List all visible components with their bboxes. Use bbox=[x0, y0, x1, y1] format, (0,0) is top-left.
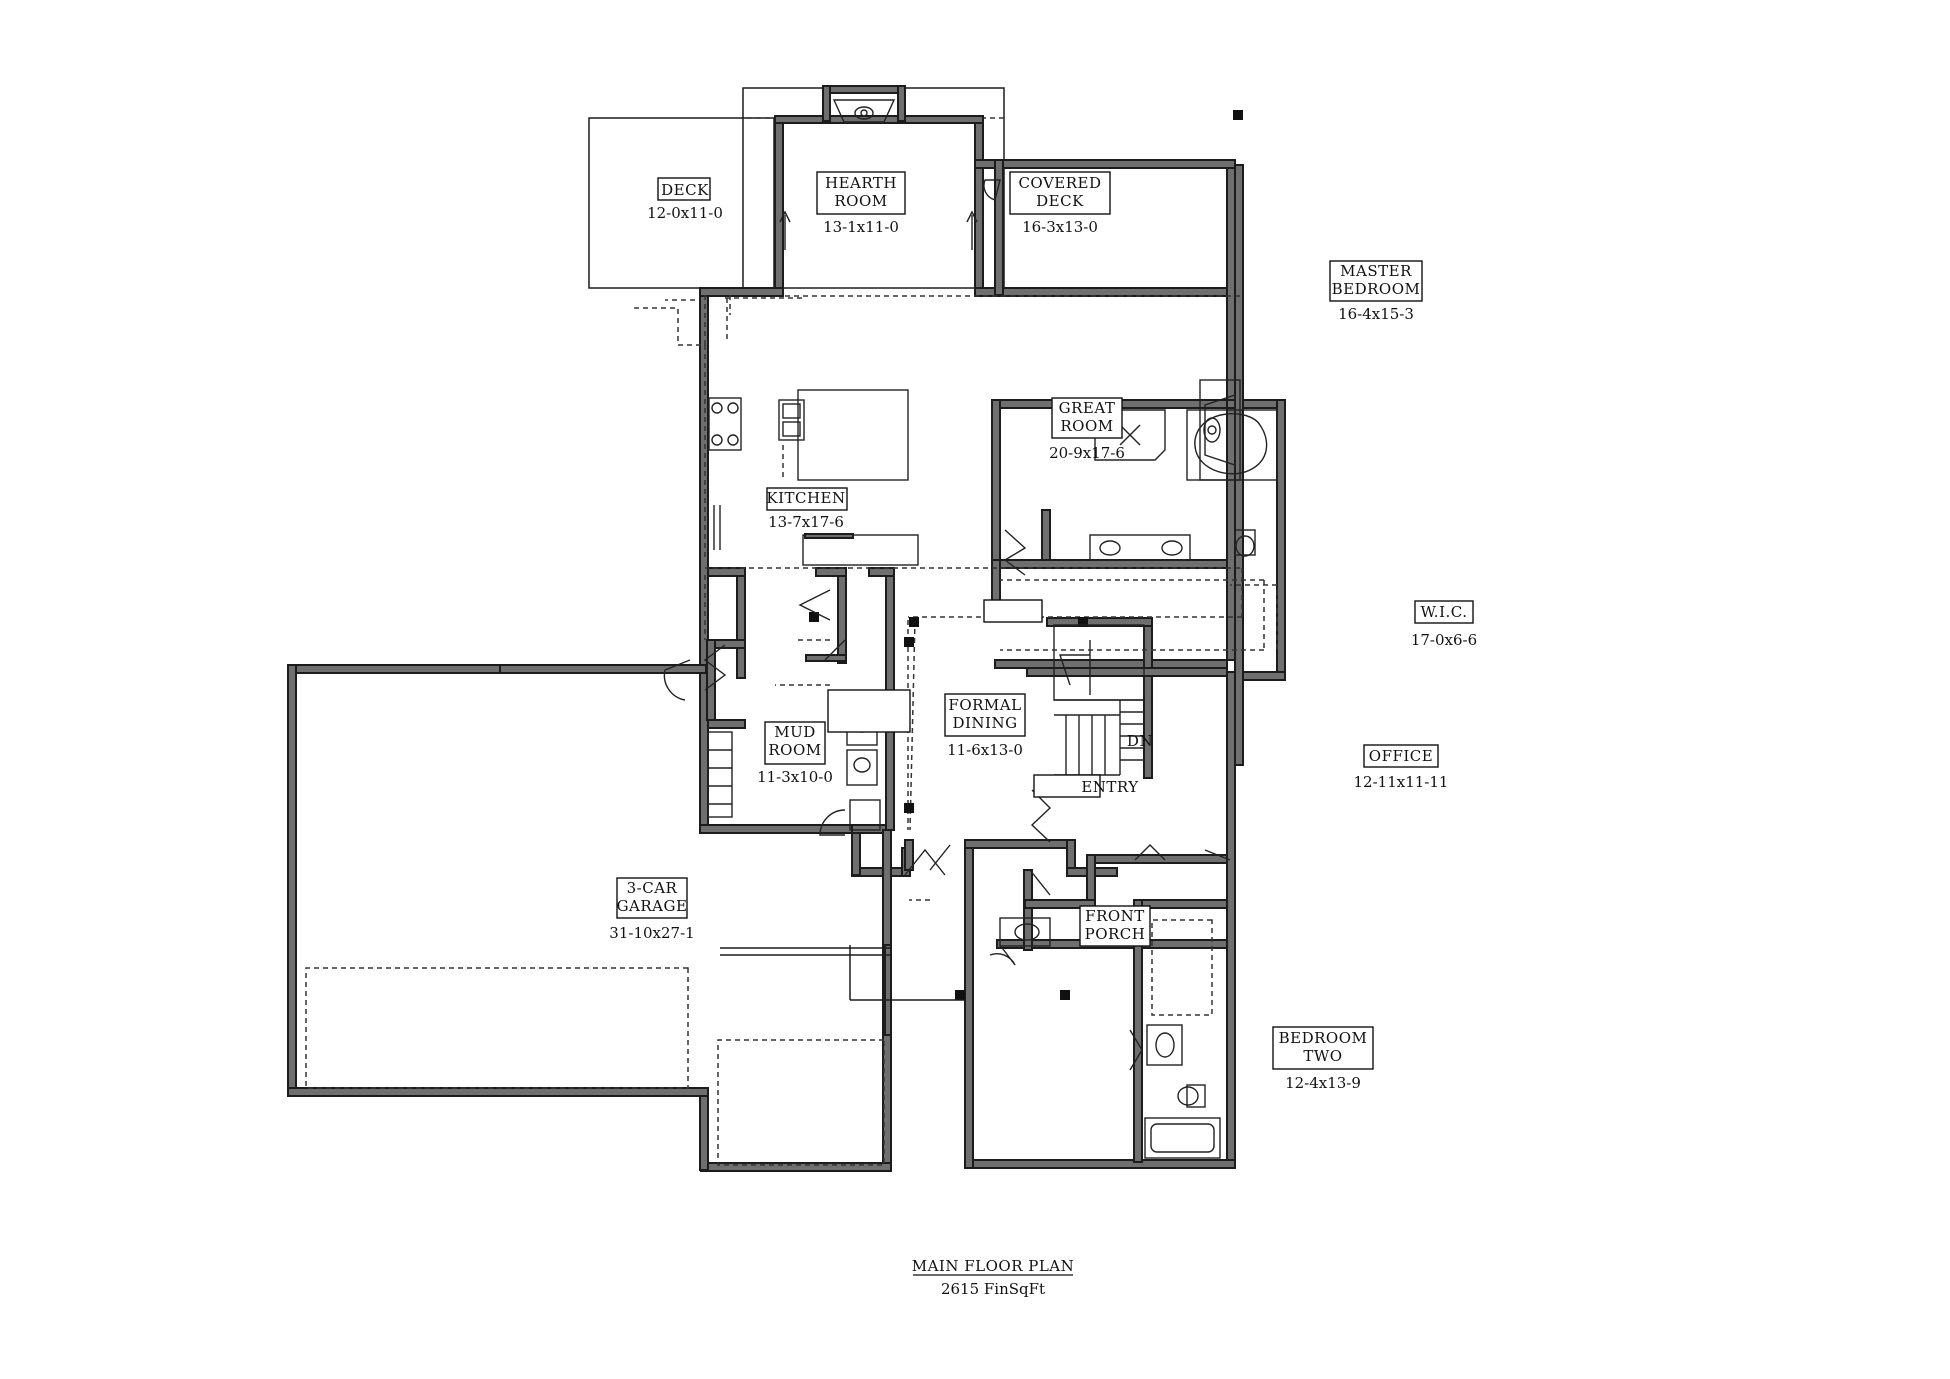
mud-name-1: MUD bbox=[774, 723, 816, 741]
range-icon bbox=[708, 397, 742, 451]
hearth-dims: 13-1x11-0 bbox=[823, 218, 899, 236]
porch-label: FRONT PORCH bbox=[1079, 905, 1151, 947]
entry-label: ENTRY bbox=[1081, 778, 1139, 796]
great-dims: 20-9x17-6 bbox=[1049, 444, 1125, 462]
hearth-fireplace-icon bbox=[832, 99, 896, 123]
wic-label: W.I.C. 17-0x6-6 bbox=[1411, 600, 1477, 649]
wic-name: W.I.C. bbox=[1421, 603, 1468, 621]
bath-two-sink-icon bbox=[1146, 1024, 1183, 1066]
bed2-label: BEDROOM TWO 12-4x13-9 bbox=[1272, 1026, 1374, 1092]
hearth-name-2: ROOM bbox=[834, 192, 887, 210]
garage-door-openings bbox=[305, 967, 885, 1166]
covered-deck-dims: 16-3x13-0 bbox=[1022, 218, 1098, 236]
mud-label: MUD ROOM 11-3x10-0 bbox=[757, 723, 833, 786]
hearth-door-arrows-icon bbox=[779, 210, 978, 250]
office-dims: 12-11x11-11 bbox=[1354, 773, 1449, 791]
master-label: MASTER BEDROOM 16-4x15-3 bbox=[1329, 260, 1423, 323]
zone-lines bbox=[705, 295, 1243, 901]
plan-mirrored bbox=[287, 85, 1286, 1172]
tub-icon bbox=[1186, 409, 1278, 481]
deck-name: DECK bbox=[661, 181, 709, 199]
hearth-room-walls bbox=[774, 85, 984, 293]
vanity-sinks-icon bbox=[1089, 534, 1191, 561]
garage-label: 3-CAR GARAGE 31-10x27-1 bbox=[609, 877, 695, 942]
bed2-dims: 12-4x13-9 bbox=[1285, 1074, 1361, 1092]
label-boxes bbox=[657, 171, 1111, 798]
covered-deck-name-1: COVERED bbox=[1018, 174, 1101, 192]
plan-title: MAIN FLOOR PLAN bbox=[912, 1257, 1075, 1275]
master-bath-fixtures bbox=[1000, 409, 1278, 651]
garage-name-1: 3-CAR bbox=[627, 879, 678, 897]
office-label: OFFICE 12-11x11-11 bbox=[1354, 744, 1449, 791]
deck-label: DECK 12-0x11-0 bbox=[647, 181, 723, 222]
garage-dims: 31-10x27-1 bbox=[609, 924, 694, 942]
door-swings bbox=[663, 179, 1231, 1071]
stair-label: DN bbox=[1127, 732, 1153, 750]
plan-caption: MAIN FLOOR PLAN 2615 FinSqFt bbox=[912, 1257, 1075, 1298]
master-toilet-icon bbox=[1234, 529, 1256, 557]
porch-outline bbox=[720, 945, 965, 1001]
office-name: OFFICE bbox=[1369, 747, 1433, 765]
great-name-2: ROOM bbox=[1060, 417, 1113, 435]
dining-dims: 11-6x13-0 bbox=[947, 741, 1023, 759]
room-labels: DECK 12-0x11-0 HEARTH ROOM 13-1x11-0 COV… bbox=[609, 174, 1477, 1092]
bath-two-tub-icon bbox=[1144, 1117, 1221, 1159]
deck-dims: 12-0x11-0 bbox=[647, 204, 723, 222]
covered-deck-label: COVERED DECK 16-3x13-0 bbox=[1018, 174, 1101, 236]
entry-name: ENTRY bbox=[1081, 778, 1139, 796]
porch-name-1: FRONT bbox=[1085, 907, 1145, 925]
stairs bbox=[1053, 624, 1145, 776]
master-name-2: BEDROOM bbox=[1332, 280, 1421, 298]
kitchen-name: KITCHEN bbox=[766, 489, 845, 507]
kitchen-sink-icon bbox=[778, 399, 805, 441]
columns bbox=[809, 110, 1243, 1000]
mud-bench-icon bbox=[707, 731, 733, 818]
wic-dims: 17-0x6-6 bbox=[1411, 631, 1477, 649]
great-name-1: GREAT bbox=[1059, 399, 1116, 417]
master-dims: 16-4x15-3 bbox=[1338, 305, 1414, 323]
dining-name-2: DINING bbox=[952, 714, 1017, 732]
dining-name-1: FORMAL bbox=[948, 696, 1021, 714]
dining-label: FORMAL DINING 11-6x13-0 bbox=[944, 693, 1026, 759]
kitchen-dims: 13-7x17-6 bbox=[768, 513, 844, 531]
stair-dn: DN bbox=[1127, 732, 1153, 750]
hearth-name-1: HEARTH bbox=[825, 174, 897, 192]
interior-partitions bbox=[706, 164, 1244, 1163]
covered-deck-name-2: DECK bbox=[1036, 192, 1084, 210]
mud-name-2: ROOM bbox=[768, 741, 821, 759]
porch-name-2: PORCH bbox=[1085, 925, 1146, 943]
master-name-1: MASTER bbox=[1340, 262, 1412, 280]
kitchen-fixtures bbox=[630, 295, 919, 566]
deck-outline bbox=[588, 117, 775, 289]
bed2-name-1: BEDROOM bbox=[1279, 1029, 1368, 1047]
garage-name-2: GARAGE bbox=[617, 897, 688, 915]
great-room-label: GREAT ROOM 20-9x17-6 bbox=[1049, 397, 1125, 462]
refrigerator-icon bbox=[707, 505, 721, 550]
plan-area: 2615 FinSqFt bbox=[941, 1280, 1045, 1298]
kitchen-label: KITCHEN 13-7x17-6 bbox=[766, 489, 845, 531]
mud-dims: 11-3x10-0 bbox=[757, 768, 833, 786]
hearth-label: HEARTH ROOM 13-1x11-0 bbox=[823, 174, 899, 236]
bath-two-toilet-icon bbox=[1177, 1084, 1206, 1108]
bed2-name-2: TWO bbox=[1303, 1047, 1342, 1065]
